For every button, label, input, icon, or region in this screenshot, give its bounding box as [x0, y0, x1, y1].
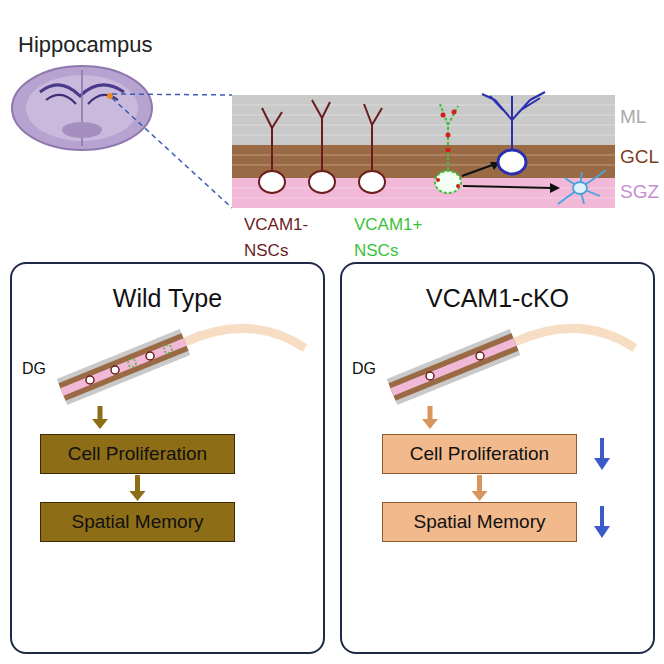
- cell-label: VCAM1+ NSCs: [354, 212, 436, 264]
- figure-title: Hippocampus: [18, 32, 153, 58]
- cell-label: VCAM1- NSCs: [244, 212, 326, 264]
- layer-label: ML: [620, 106, 646, 128]
- box-text: Spatial Memory: [72, 511, 204, 533]
- process-box: Cell Proliferation: [382, 434, 577, 474]
- box-text: Spatial Memory: [414, 511, 546, 533]
- arrow-head: [472, 491, 488, 501]
- flow-arrow: [472, 475, 488, 501]
- brain-slice: [12, 66, 152, 150]
- layer-label: SGZ: [620, 181, 659, 203]
- box-text: Cell Proliferation: [68, 443, 207, 465]
- panel-title: Wild Type: [12, 284, 323, 313]
- region-label: DG: [352, 360, 376, 378]
- process-box: Spatial Memory: [40, 502, 235, 542]
- group-panel: Wild TypeCell ProliferationSpatial Memor…: [10, 262, 325, 654]
- flow-arrow: [130, 475, 146, 501]
- process-box: Spatial Memory: [382, 502, 577, 542]
- arrow-line: [135, 475, 140, 492]
- arrow-head: [130, 491, 146, 501]
- panel-title: VCAM1-cKO: [342, 284, 653, 313]
- layer-label: GCL: [620, 146, 659, 168]
- region-label: DG: [22, 360, 46, 378]
- box-text: Cell Proliferation: [410, 443, 549, 465]
- arrow-line: [477, 475, 482, 492]
- process-box: Cell Proliferation: [40, 434, 235, 474]
- group-panel: VCAM1-cKO Cell ProliferationSpatial Memor…: [340, 262, 655, 654]
